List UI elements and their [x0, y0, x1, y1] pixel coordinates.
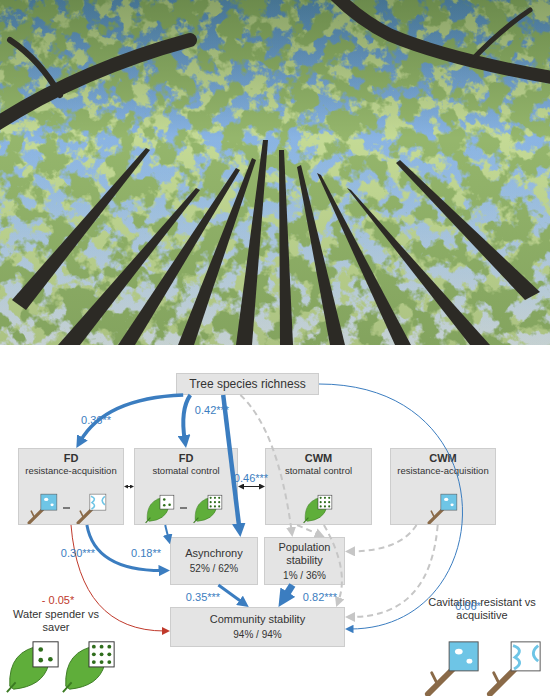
dashed-path: [240, 395, 291, 531]
node-title: Community stability: [210, 613, 305, 626]
path-coefficient: - 0.05*: [42, 594, 74, 606]
path-arrow: [223, 395, 239, 529]
branch-icon: [429, 494, 457, 523]
sky: [0, 0, 550, 345]
node-text: 94% / 94%: [233, 628, 281, 641]
tree-trunk: [279, 150, 293, 345]
branch-illustration: [428, 642, 478, 694]
leaf-icon: [194, 495, 222, 523]
dashed-path: [351, 525, 417, 551]
node-text: 1% / 36%: [283, 569, 326, 582]
path-coefficient: 0.30***: [61, 547, 95, 559]
node-title: FD: [179, 452, 194, 465]
path-coefficient: 0.06*: [455, 600, 481, 612]
path-coefficient: 0.46***: [234, 472, 268, 484]
tree-trunk: [396, 160, 540, 300]
tree-trunk: [297, 165, 345, 345]
trait-box: CWMstomatal control: [265, 448, 372, 525]
node-title: Tree species richness: [189, 377, 305, 391]
leaf-icon: [146, 495, 174, 523]
branch: [470, 10, 530, 62]
leaf-illustration: [63, 642, 114, 692]
tree-trunk: [58, 188, 200, 345]
path-arrow: [126, 486, 131, 487]
driver-box: Tree species richness: [176, 373, 319, 395]
canopy-photo: [0, 0, 550, 345]
path-arrow: [165, 525, 168, 538]
branch-icon: [29, 494, 57, 523]
path-arrow: [183, 395, 190, 440]
response-box: Community stability 94% / 94%: [170, 607, 345, 647]
tree-trunk: [347, 188, 490, 345]
path-arrow: [80, 395, 183, 442]
path-coefficient: 0.35***: [186, 591, 220, 603]
dash-mark: [63, 507, 70, 508]
node-text: resistance-acquisition: [25, 465, 116, 477]
path-arrow: [319, 384, 463, 629]
path-arrow: [87, 525, 163, 571]
path-coefficient: 0.36**: [81, 414, 111, 426]
path-arrow: [284, 585, 292, 598]
node-title: CWM: [305, 452, 333, 465]
path-arrow: [242, 486, 262, 487]
foliage-dark: [0, 0, 550, 345]
node-title: Asynchrony: [185, 547, 242, 560]
node-text: stomatal control: [285, 465, 352, 477]
leaf-icon: [304, 495, 332, 523]
trait-box: CWMresistance-acquisition: [390, 448, 496, 525]
branches: [0, 0, 550, 125]
branch-icon: [78, 494, 106, 523]
illustration-caption: Cavitation resistant vs acquisitive: [418, 596, 546, 622]
response-box: Asynchrony 52% / 62%: [170, 537, 258, 585]
branch: [0, 40, 190, 125]
path-coefficient: 0.18**: [131, 547, 161, 559]
branch: [10, 40, 60, 95]
dashed-path: [324, 525, 342, 601]
illustration-caption: Water spender vs saver: [8, 608, 104, 634]
node-title: Population stability: [265, 541, 344, 567]
node-text: 52% / 62%: [190, 562, 238, 575]
trait-box: FDresistance-acquisition: [18, 448, 124, 525]
tree-trunk: [12, 148, 150, 310]
node-title: FD: [64, 452, 79, 465]
dashed-path: [297, 525, 319, 535]
path-coefficient: 0.82***: [303, 591, 337, 603]
path-arrow: [218, 585, 243, 603]
branch-illustration: [490, 642, 540, 694]
dash-mark: [180, 507, 187, 508]
dashed-path: [351, 525, 438, 617]
tree-trunk: [317, 173, 411, 345]
node-text: stomatal control: [152, 465, 219, 477]
node-text: resistance-acquisition: [397, 465, 488, 477]
path-coefficient: 0.42***: [195, 404, 229, 416]
trait-box: FDstomatal control: [134, 448, 238, 525]
branch: [335, 0, 550, 78]
foliage-light: [0, 0, 550, 345]
path-arrow: [71, 525, 165, 631]
foliage-shade: [0, 0, 550, 345]
leaf-illustration: [7, 642, 58, 692]
tree-trunks: [12, 140, 540, 345]
